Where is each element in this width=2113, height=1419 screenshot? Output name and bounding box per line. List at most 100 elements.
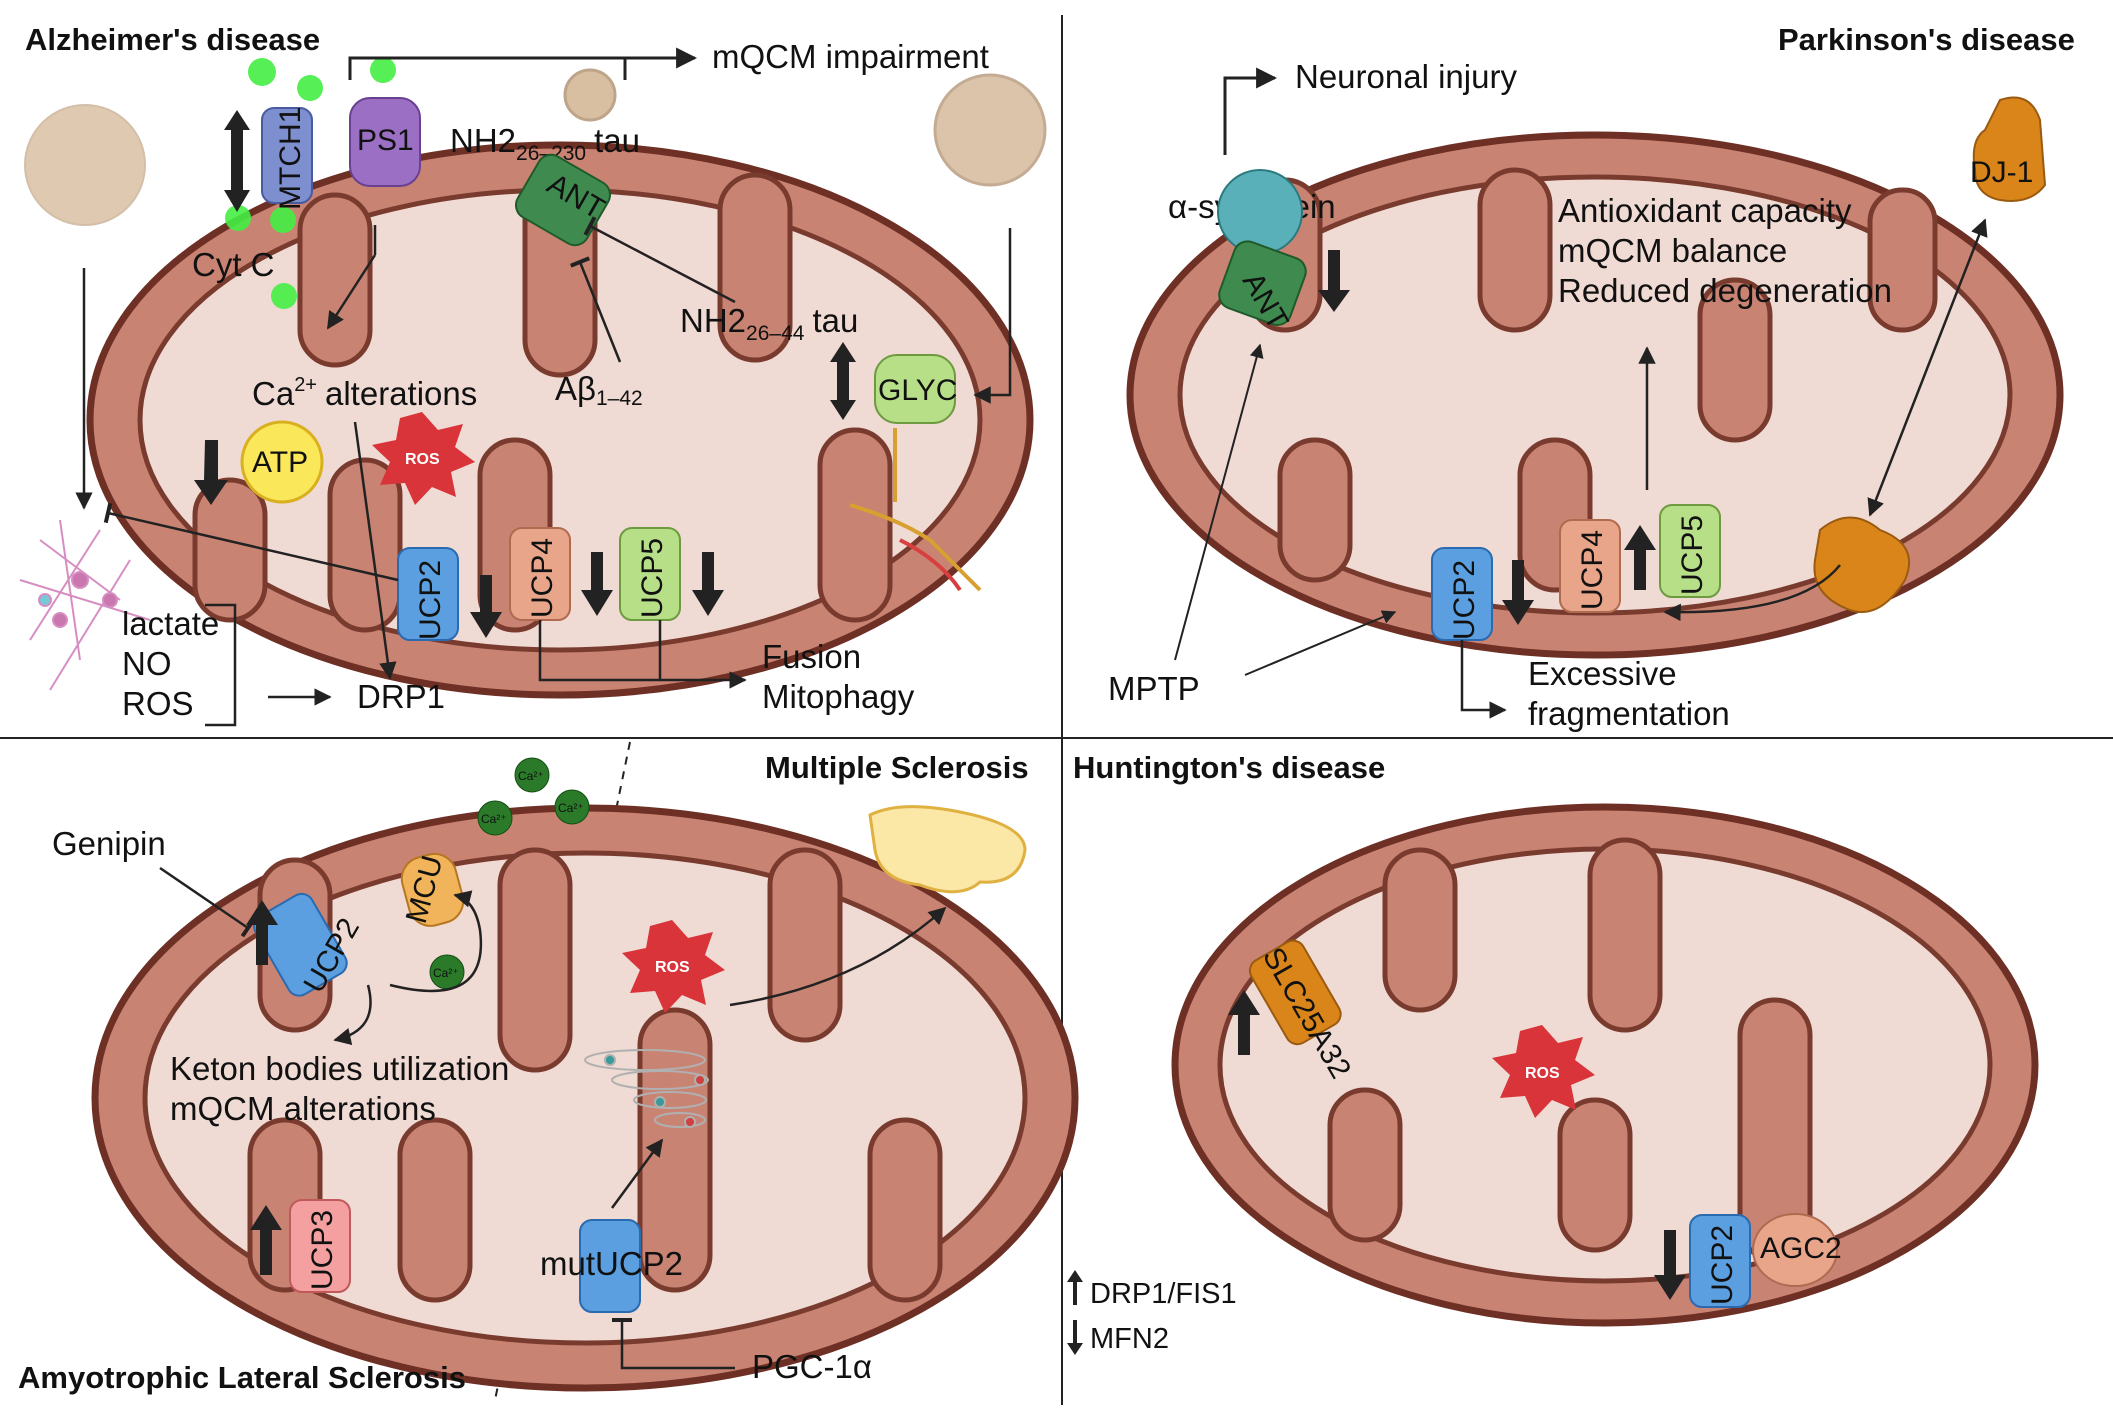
dj1-protein <box>1972 96 2047 202</box>
no-label: NO <box>122 645 172 682</box>
ucp4-down-arrow <box>581 552 613 616</box>
mtdna-swirl-icon <box>584 1049 709 1128</box>
ucp2-protein-ms <box>253 892 348 997</box>
mfn2-label: MFN2 <box>1090 1323 1169 1355</box>
drp1-label: DRP1 <box>357 678 445 715</box>
ms-title: Multiple Sclerosis <box>765 750 1029 785</box>
ca-ion-4-label: Ca²⁺ <box>433 966 459 980</box>
neuronal-injury-arrow <box>1223 67 1278 155</box>
dj1-label: DJ-1 <box>1970 156 2033 189</box>
mqcm-label: mQCM impairment <box>712 38 989 75</box>
ucp2-down-arrow <box>470 575 502 638</box>
cytc-label: Cyt C <box>192 246 275 283</box>
genipin-label: Genipin <box>52 825 166 862</box>
cristae-hd <box>1327 837 1813 1263</box>
drp1-up-arrow <box>1067 1270 1083 1305</box>
mcu-protein <box>400 852 465 927</box>
reduced-label: Reduced degeneration <box>1558 272 1892 309</box>
ros-to-myelin-arrow <box>729 906 947 1007</box>
mutucp2-label: mutUCP2 <box>540 1245 683 1282</box>
pgc-label: PGC-1α <box>752 1348 872 1385</box>
ucp2-inhibit-neuron <box>103 502 399 582</box>
tau-to-glyc-arrow <box>973 228 1012 404</box>
mptp-to-synuclein <box>1174 343 1264 661</box>
ucp2-alz-label: UCP2 <box>414 560 447 640</box>
ucp2-ms-up-arrow <box>246 900 278 965</box>
lactate-label: lactate <box>122 605 219 642</box>
dj1-arrow <box>1867 218 1988 517</box>
ca-to-drp1-arrow <box>353 421 397 680</box>
mtch1-protein <box>261 107 313 204</box>
ucp4-protein-pd <box>1559 519 1621 613</box>
cristae-ms <box>247 847 943 1303</box>
glyc-chain <box>849 428 982 592</box>
ucp5-protein-pd <box>1659 504 1721 598</box>
atp-molecule <box>240 420 324 504</box>
agc2-protein <box>1752 1213 1838 1287</box>
abeta-label: Aβ1–42 <box>555 370 643 410</box>
glyc-updown-arrow <box>830 342 856 420</box>
ucp2-protein-alz <box>397 547 459 641</box>
ucp2-pd-label: UCP2 <box>1448 560 1481 640</box>
mptp-to-ucp2 <box>1244 610 1397 676</box>
drp1-fis1-label: DRP1/FIS1 <box>1090 1278 1237 1310</box>
ucp4-up-arrow <box>1624 525 1656 590</box>
excessive-label: Excessive <box>1528 655 1677 692</box>
ant-down-arrow <box>1318 250 1350 312</box>
ms-als-quadrant: Multiple Sclerosis Amyotrophic Lateral S… <box>18 750 1079 1395</box>
als-title: Amyotrophic Lateral Sclerosis <box>18 1360 466 1395</box>
ros-star-alz <box>372 412 475 505</box>
ucp2-to-fragmentation <box>1460 640 1507 719</box>
atp-down-arrow <box>194 440 228 505</box>
alzheimer-title: Alzheimer's disease <box>25 22 320 57</box>
keton-label: Keton bodies utilization <box>170 1050 509 1087</box>
mptp-label: MPTP <box>1108 670 1200 707</box>
ros-ms-label: ROS <box>655 959 690 976</box>
antioxidant-label: Antioxidant capacity <box>1558 192 1852 229</box>
mutucp2-to-mtdna <box>610 1138 664 1209</box>
ros-hd-label: ROS <box>1525 1065 1560 1082</box>
tau-inhibit-ant <box>583 216 736 304</box>
glyc-label: GLYC <box>878 374 957 407</box>
ucp5-down-arrow <box>692 552 724 616</box>
mtch1-label: MTCH1 <box>274 107 307 210</box>
huntington-title: Huntington's disease <box>1073 750 1385 785</box>
ucp4-alz-label: UCP4 <box>526 538 559 618</box>
parkinson-quadrant: Parkinson's disease Neuronal injury α-sy… <box>1108 22 2075 732</box>
agc2-label: AGC2 <box>1760 1232 1842 1265</box>
neuronal-injury-label: Neuronal injury <box>1295 58 1517 95</box>
ca-ions <box>429 757 590 990</box>
ps1-label: PS1 <box>357 124 414 157</box>
mqcm-balance-label: mQCM balance <box>1558 232 1787 269</box>
neuron-cluster-icon <box>19 519 151 691</box>
ros-star-ms <box>622 920 725 1013</box>
slc25a32-protein <box>1248 939 1342 1046</box>
ucp3-label: UCP3 <box>306 1210 339 1290</box>
ant-protein-pd <box>1218 240 1307 326</box>
ca-ion-3-label: Ca²⁺ <box>558 801 584 815</box>
ros-star-hd <box>1492 1025 1595 1118</box>
mqcm-alt-label: mQCM alterations <box>170 1090 436 1127</box>
ucp2-hd-down-arrow <box>1654 1230 1686 1300</box>
ucp3-up-arrow <box>250 1205 282 1275</box>
huntington-quadrant: Huntington's disease SLC25A32 ROS UCP2 A… <box>1067 750 2039 1355</box>
pgc-inhibit <box>612 1318 735 1370</box>
mfn2-down-arrow <box>1067 1320 1083 1355</box>
dj1-membrane-protein <box>1813 516 1910 613</box>
genipin-inhibit <box>159 866 256 938</box>
ucp2-pd-down-arrow <box>1502 560 1534 625</box>
ucp5-alz-label: UCP5 <box>636 538 669 618</box>
alzheimer-quadrant: Alzheimer's disease Cyt C MTCH1 PS1 mQCM… <box>19 22 1047 727</box>
ps1-to-ca-arrow <box>326 254 377 330</box>
synuclein-protein <box>1217 169 1303 255</box>
mitophagy-label: Mitophagy <box>762 678 915 715</box>
ucp-to-fusion-arrow <box>538 620 747 689</box>
dj1-to-ucp-arrow <box>1663 564 1841 622</box>
atp-label: ATP <box>252 446 308 479</box>
ucp4-pd-label: UCP4 <box>1576 530 1609 610</box>
ucp3-protein <box>289 1199 351 1293</box>
mtch1-updown-arrow <box>224 110 250 212</box>
glyc-protein <box>874 354 956 424</box>
